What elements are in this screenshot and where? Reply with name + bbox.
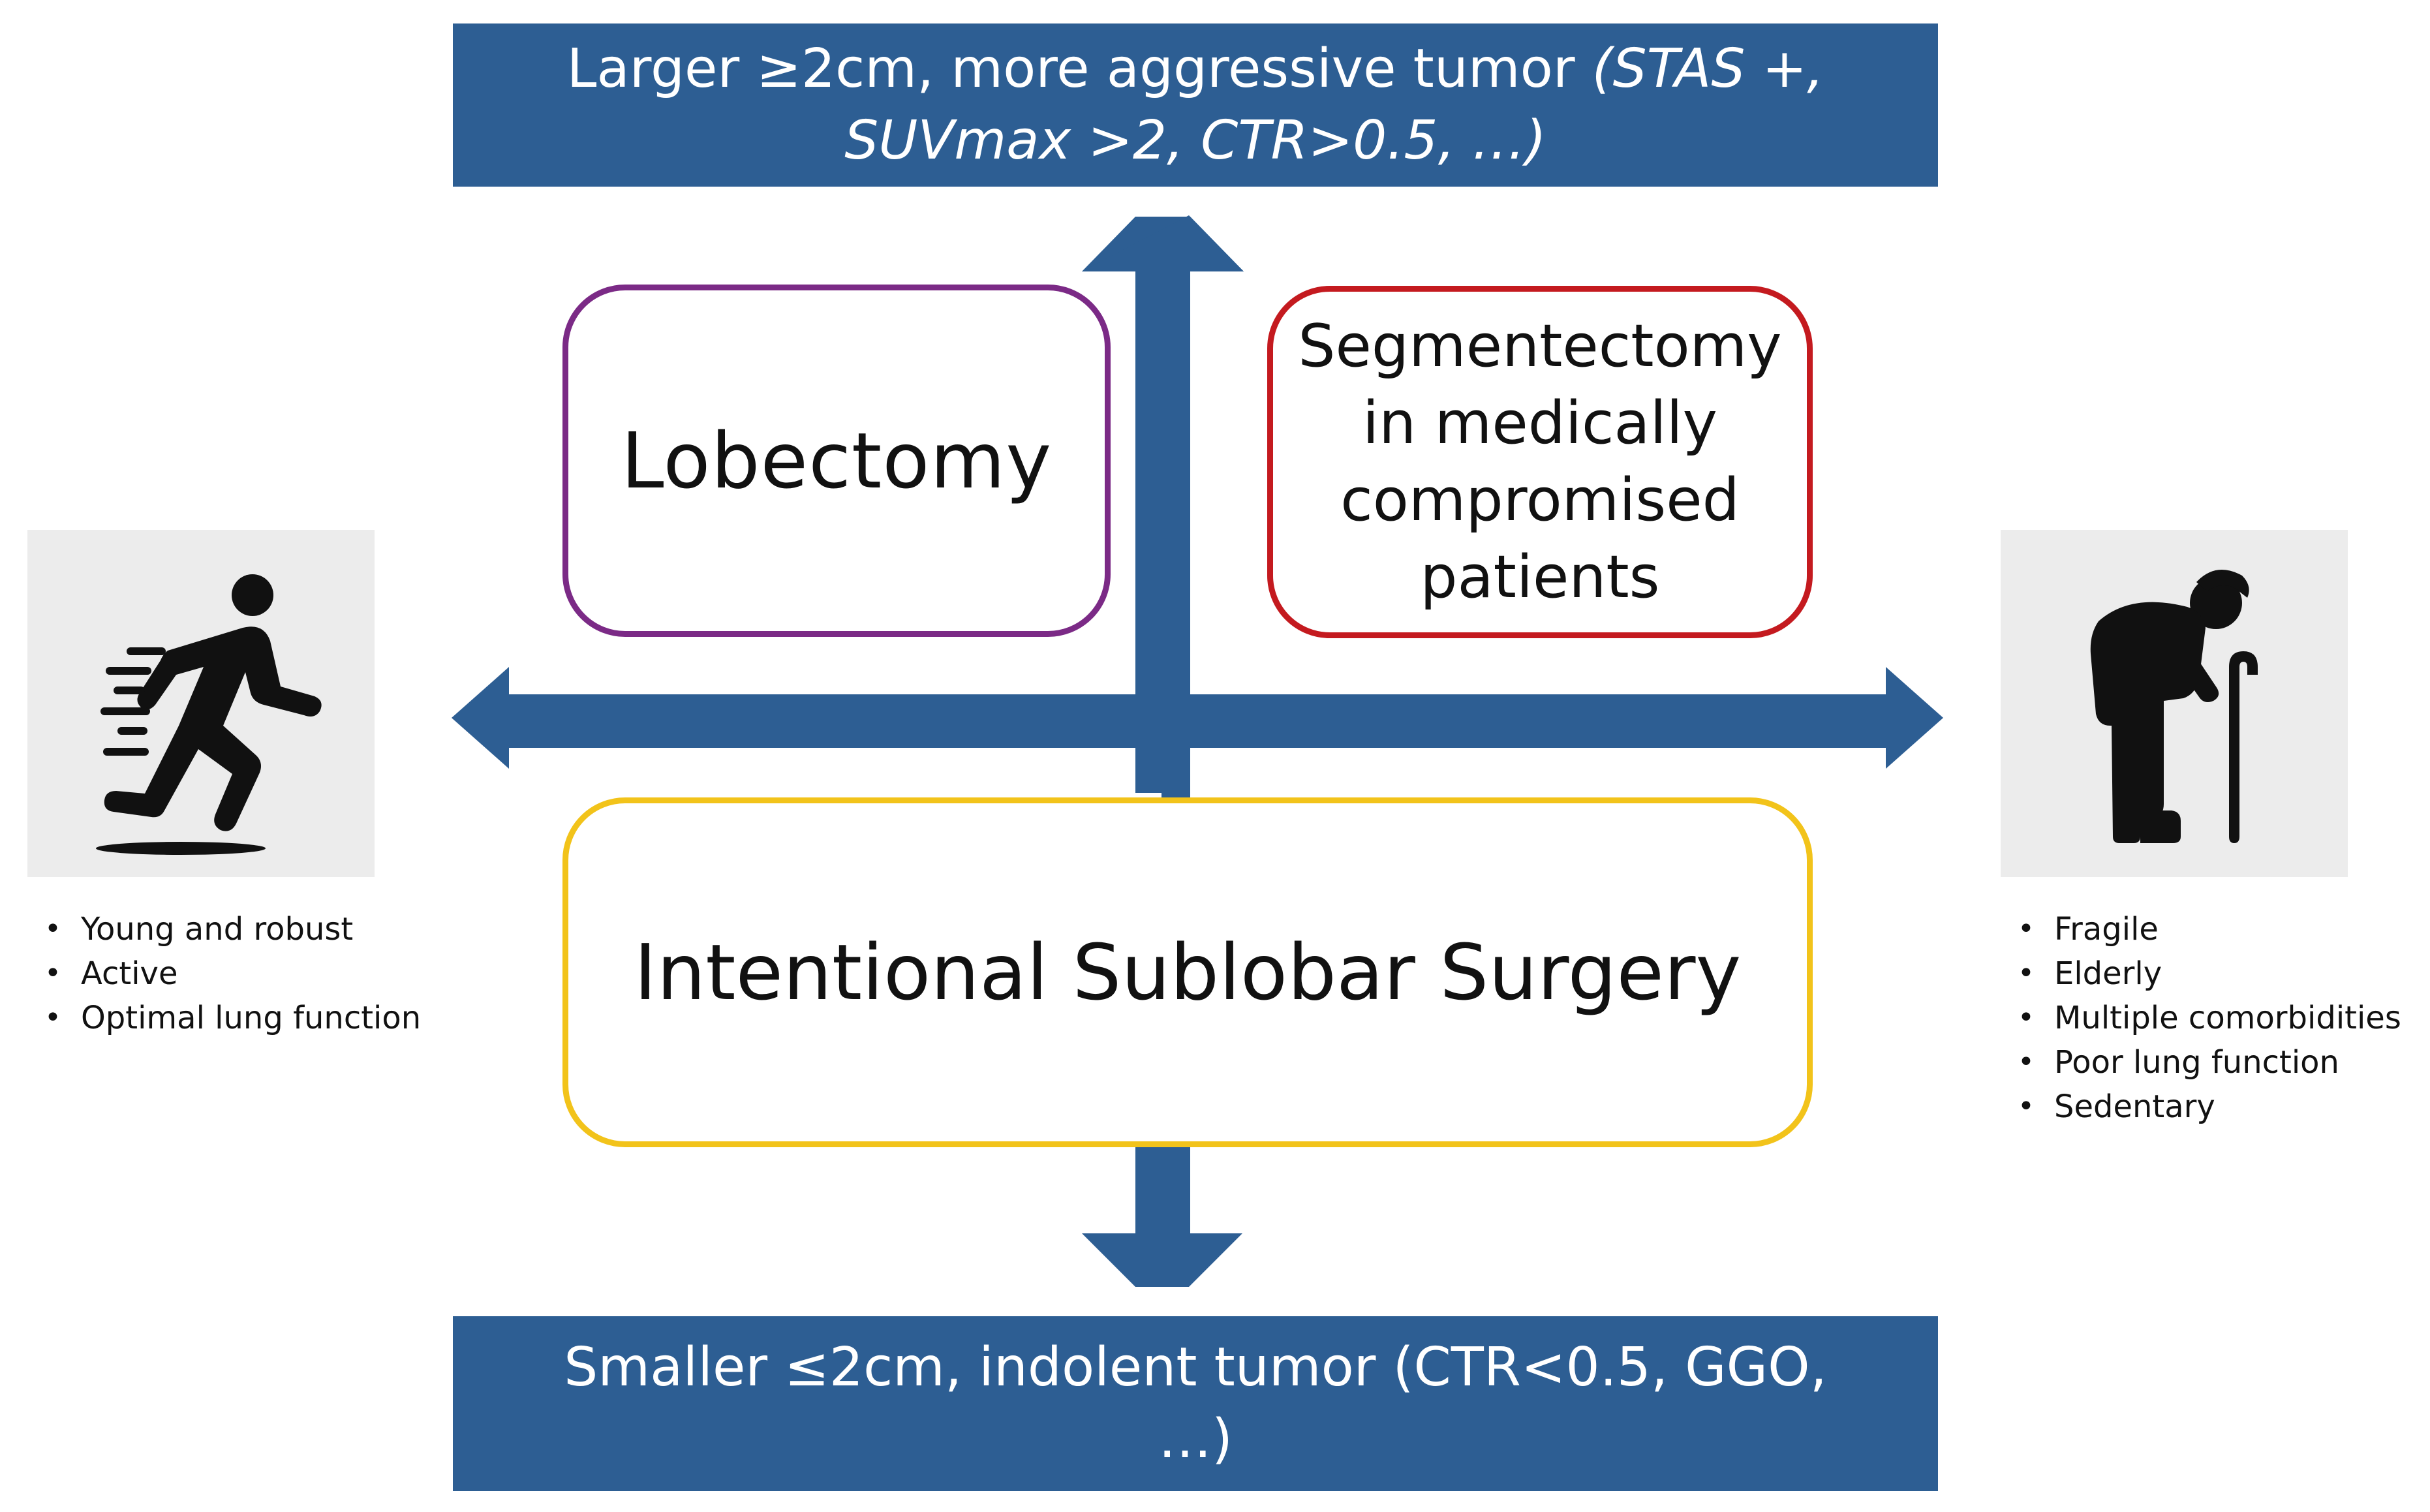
arrow-down-head bbox=[1082, 1233, 1242, 1287]
left-patient-traits: Young and robust Active Optimal lung fun… bbox=[33, 907, 421, 1040]
list-item: Optimal lung function bbox=[33, 996, 421, 1040]
arrow-left-head bbox=[452, 667, 509, 769]
top-banner-line-2: SUVmax >2, CTR>0.5, …) bbox=[844, 105, 1546, 177]
top-banner-tumor-aggressive: Larger ≥2cm, more aggressive tumor (STAS… bbox=[453, 23, 1938, 187]
top-banner-italic-text-2: SUVmax >2, CTR>0.5, …) bbox=[844, 110, 1546, 172]
elderly-person-with-cane-icon bbox=[2090, 570, 2258, 843]
top-banner-main-text: Larger ≥2cm, more aggressive tumor bbox=[566, 38, 1592, 100]
lobectomy-box: Lobectomy bbox=[562, 285, 1111, 637]
sublobar-surgery-box: Intentional Sublobar Surgery bbox=[562, 797, 1813, 1147]
top-banner-line-1: Larger ≥2cm, more aggressive tumor (STAS… bbox=[567, 33, 1824, 105]
segmentectomy-label: Segmentectomy in medically compromised p… bbox=[1298, 312, 1782, 611]
segmentectomy-box: Segmentectomy in medically compromised p… bbox=[1267, 286, 1813, 638]
list-item: Fragile bbox=[2006, 907, 2401, 951]
arrow-horizontal-shaft bbox=[508, 694, 1887, 748]
arrow-up bbox=[1135, 271, 1190, 797]
top-banner-italic-text: (STAS +, bbox=[1592, 38, 1824, 100]
arrow-down-shaft bbox=[1135, 1147, 1190, 1233]
lobectomy-label: Lobectomy bbox=[621, 416, 1053, 506]
bottom-banner-tumor-indolent: Smaller ≤2cm, indolent tumor (CTR<0.5, G… bbox=[453, 1316, 1938, 1491]
list-item: Multiple comorbidities bbox=[2006, 996, 2401, 1040]
list-item: Elderly bbox=[2006, 951, 2401, 996]
bottom-banner-line-2: …) bbox=[1158, 1408, 1233, 1470]
list-item: Poor lung function bbox=[2006, 1040, 2401, 1085]
right-patient-traits: Fragile Elderly Multiple comorbidities P… bbox=[2006, 907, 2401, 1129]
arrow-right-head bbox=[1886, 667, 1943, 769]
list-item: Active bbox=[33, 951, 421, 996]
elderly-person-tile bbox=[2001, 530, 2348, 877]
sublobar-surgery-label: Intentional Sublobar Surgery bbox=[634, 927, 1742, 1017]
running-person-icon bbox=[96, 574, 322, 855]
bottom-banner-line-1: Smaller ≤2cm, indolent tumor (CTR<0.5, G… bbox=[564, 1336, 1827, 1398]
running-person-tile bbox=[27, 530, 375, 877]
list-item: Young and robust bbox=[33, 907, 421, 951]
list-item: Sedentary bbox=[2006, 1085, 2401, 1129]
